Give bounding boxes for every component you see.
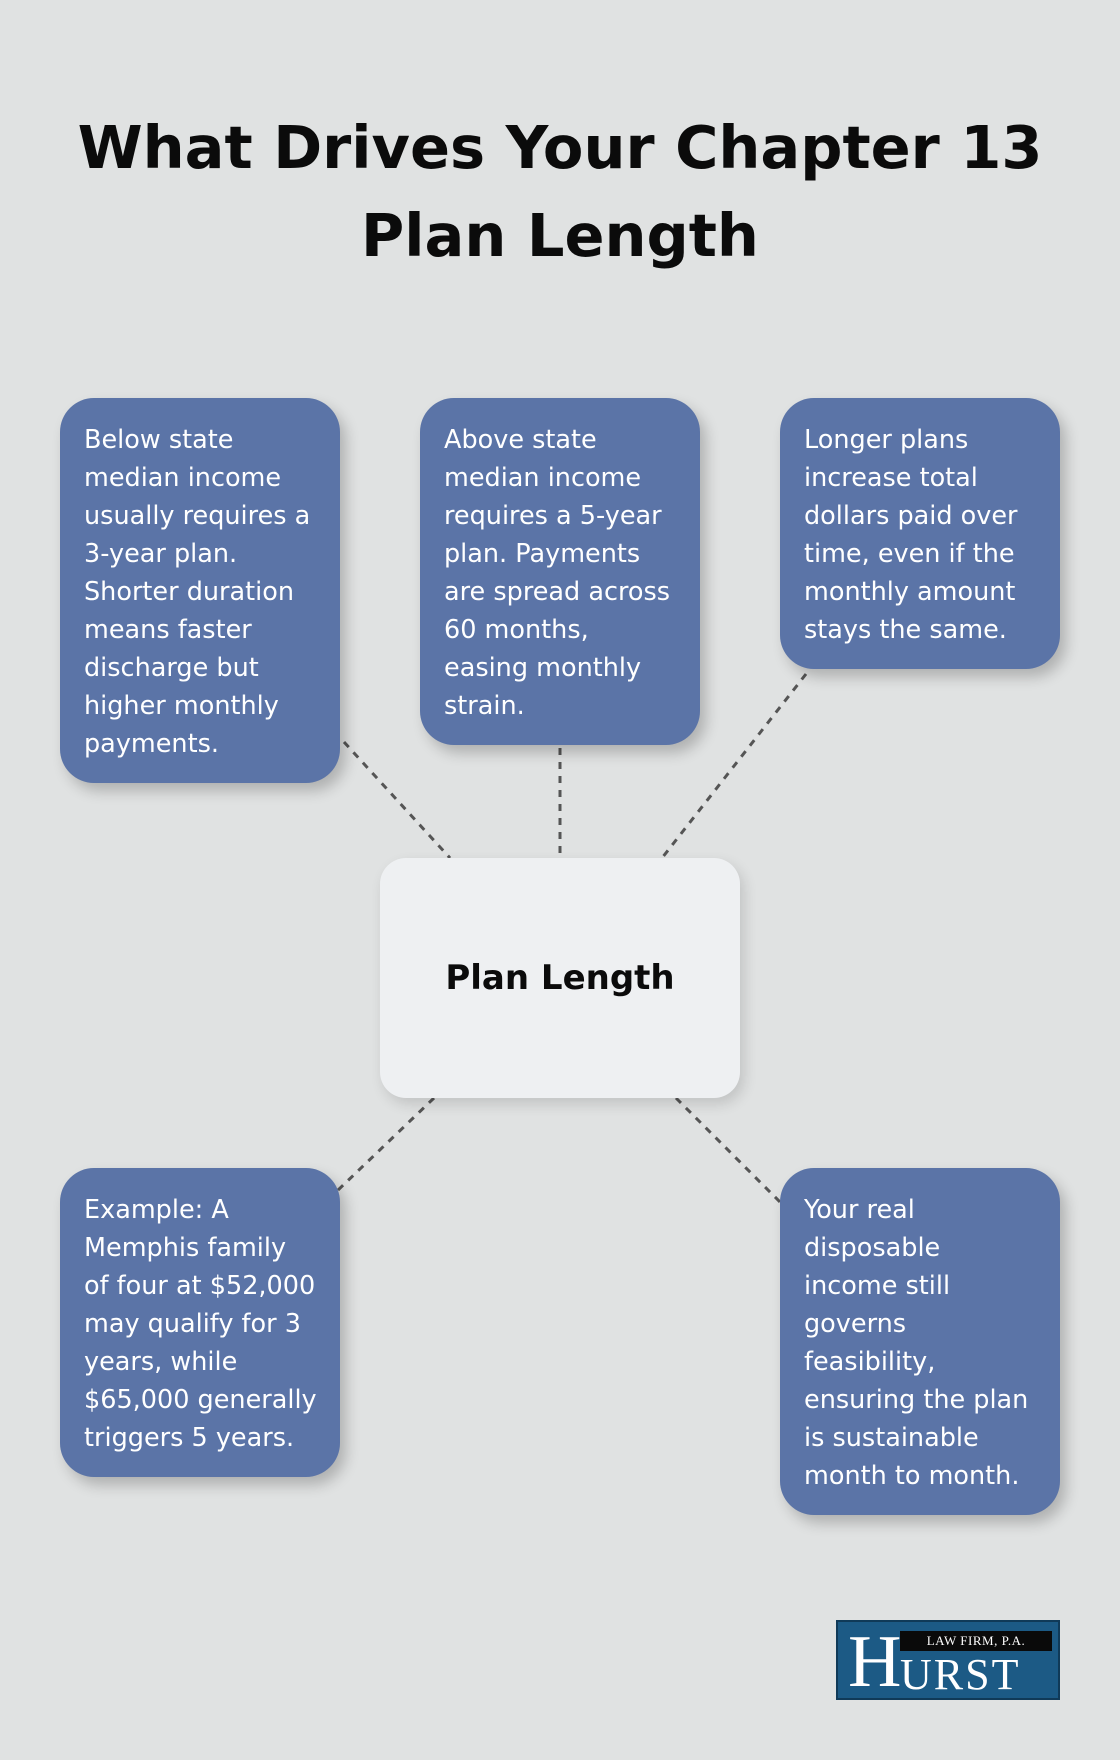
center-label: Plan Length	[445, 958, 675, 998]
factor-card-below-median: Below state median income usually requir…	[60, 398, 340, 783]
factor-card-example: Example: A Memphis family of four at $52…	[60, 1168, 340, 1477]
factor-text: Longer plans increase total dollars paid…	[804, 425, 1018, 645]
logo-name: URST	[900, 1650, 1021, 1699]
connector-top-left	[342, 740, 452, 860]
title-line-2: Plan Length	[361, 201, 759, 270]
logo-initial: H	[848, 1621, 902, 1703]
factor-card-disposable-income: Your real disposable income still govern…	[780, 1168, 1060, 1515]
connector-top-right	[660, 673, 808, 859]
page-title: What Drives Your Chapter 13 Plan Length	[60, 104, 1060, 280]
factor-text: Your real disposable income still govern…	[804, 1195, 1029, 1491]
center-node-plan-length: Plan Length	[380, 858, 740, 1098]
factor-text: Below state median income usually requir…	[84, 425, 311, 759]
title-line-1: What Drives Your Chapter 13	[77, 113, 1043, 182]
hurst-law-firm-logo: LAW FIRM, P.A. H URST	[836, 1620, 1060, 1703]
factor-text: Above state median income requires a 5-y…	[444, 425, 671, 721]
factor-text: Example: A Memphis family of four at $52…	[84, 1195, 317, 1453]
logo-firm-label: LAW FIRM, P.A.	[900, 1631, 1052, 1651]
factor-card-above-median: Above state median income requires a 5-y…	[420, 398, 700, 745]
factor-card-longer-plans: Longer plans increase total dollars paid…	[780, 398, 1060, 669]
connector-bottom-left	[334, 1096, 436, 1194]
connector-bottom-right	[674, 1096, 782, 1204]
